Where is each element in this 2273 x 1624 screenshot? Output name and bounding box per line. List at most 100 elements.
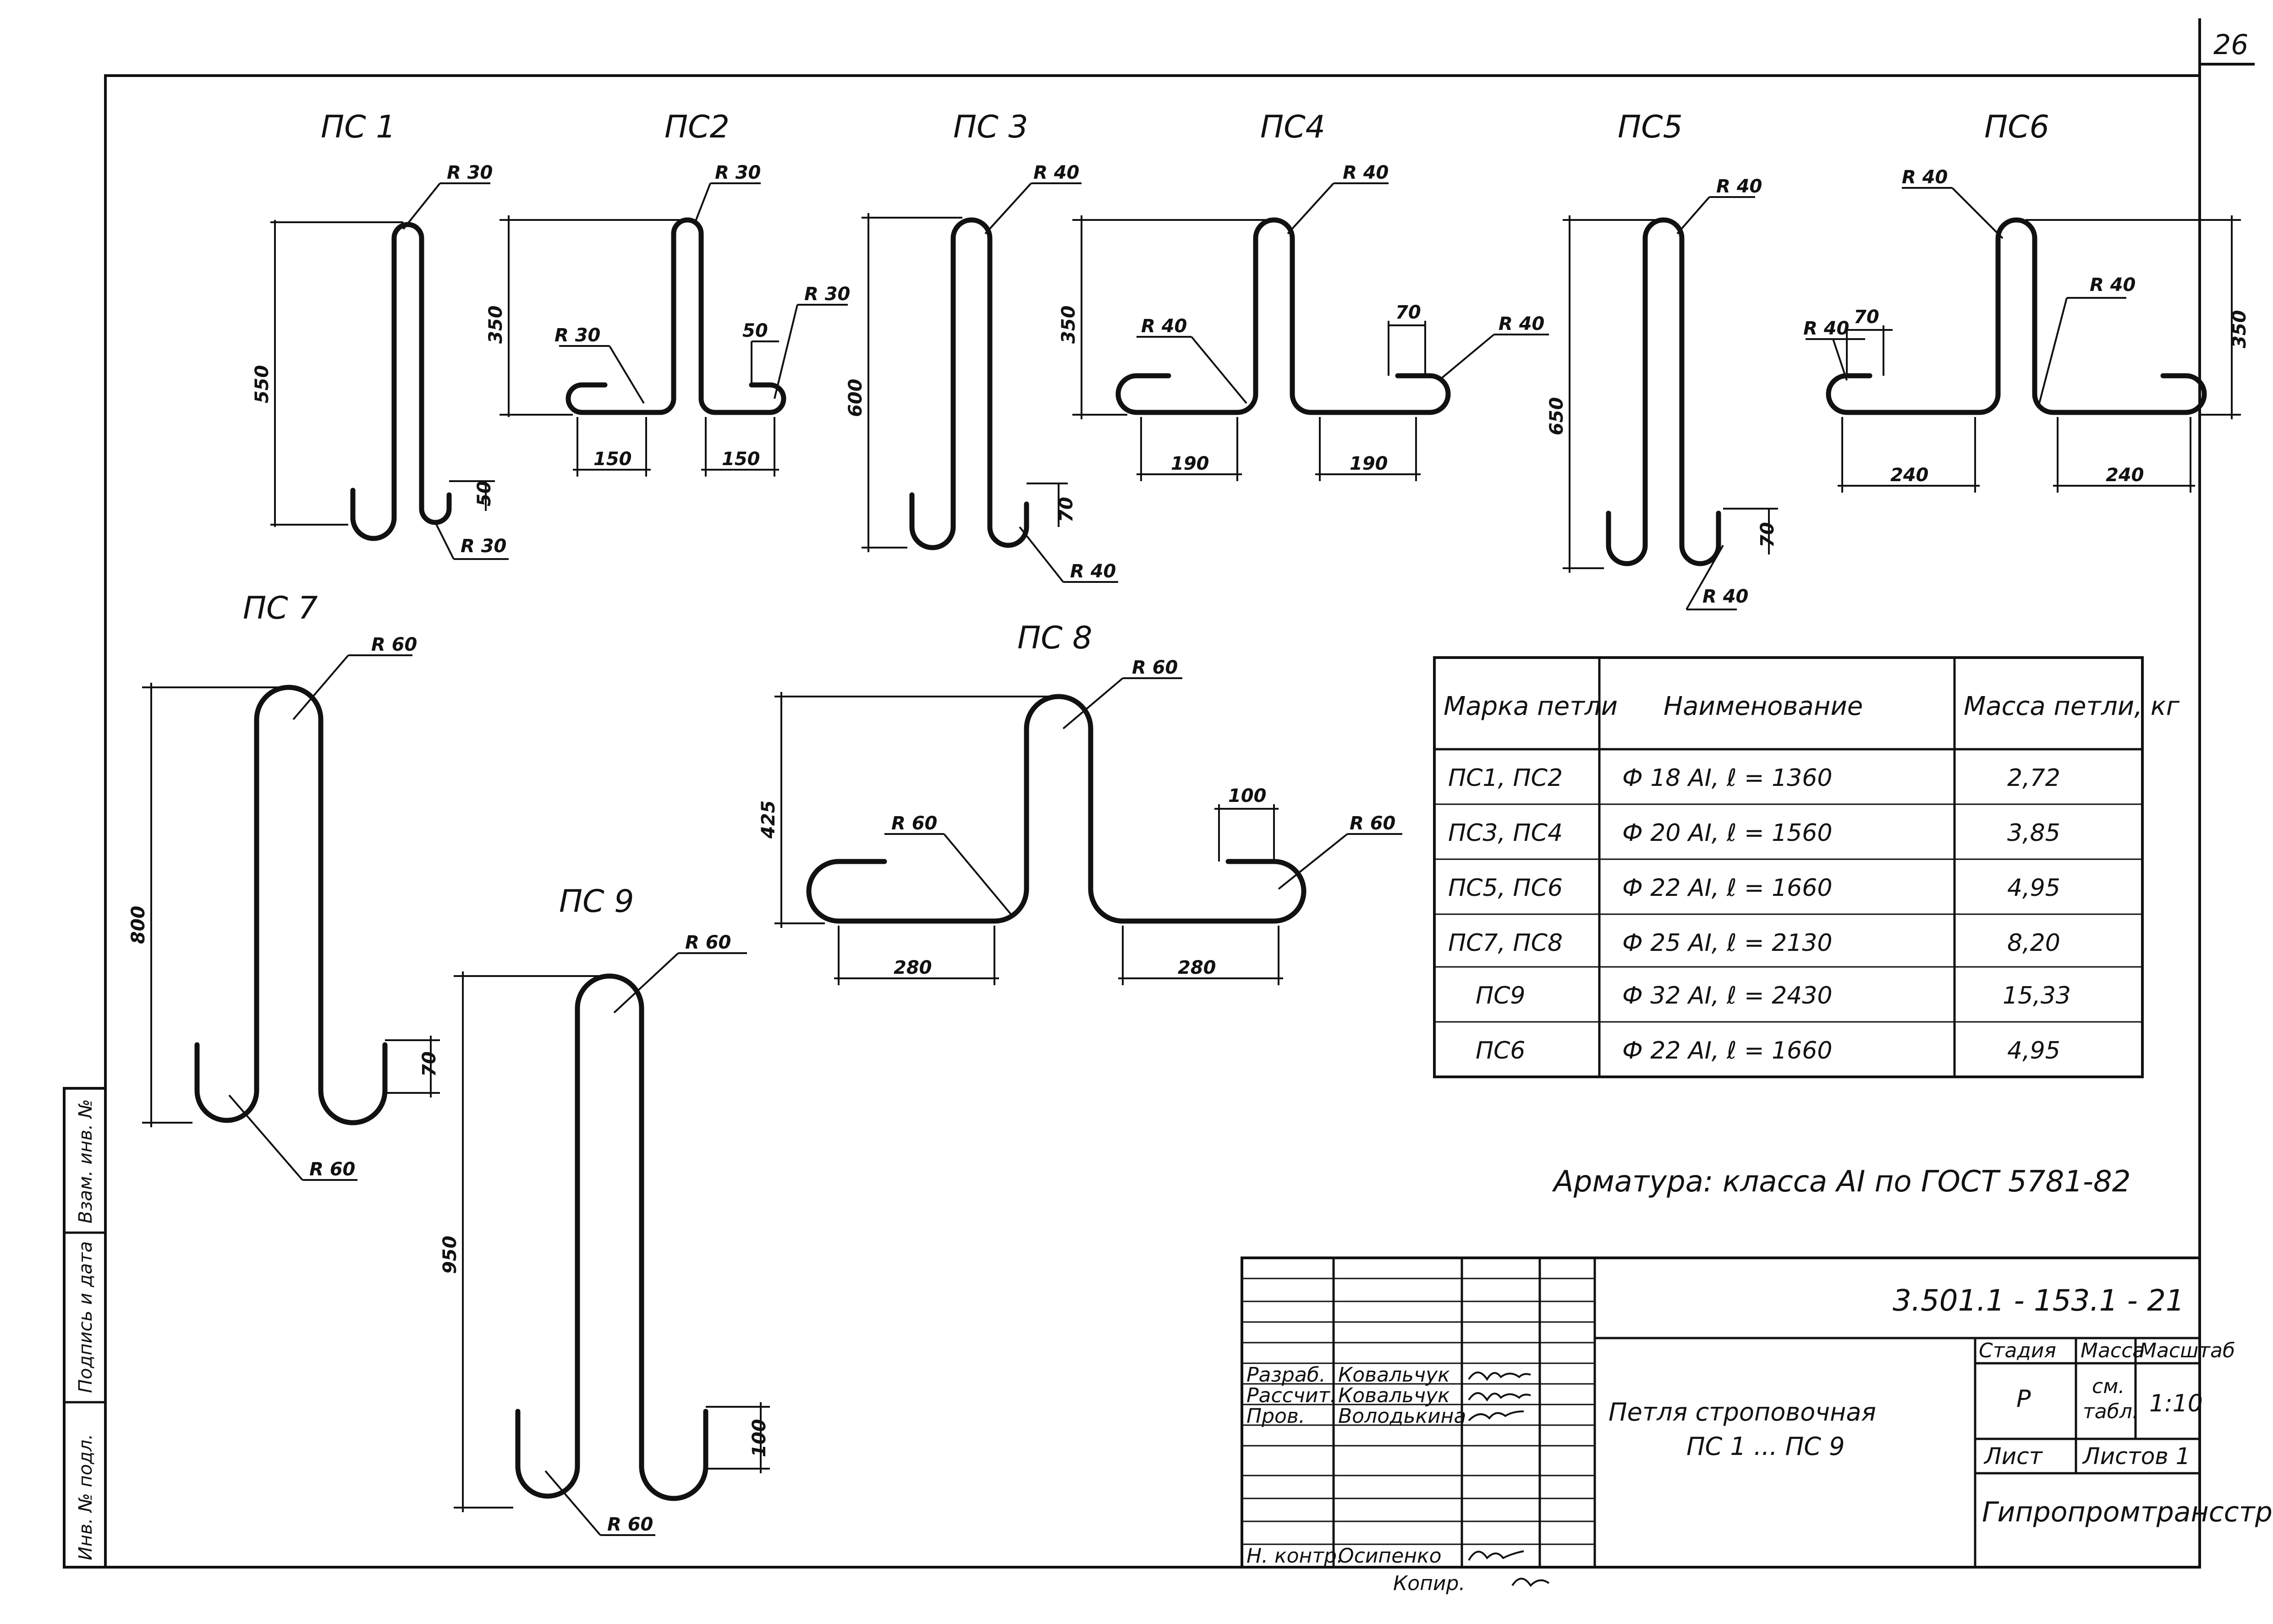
loop-ps1-radius-bottom: R 30 bbox=[461, 536, 506, 557]
loop-ps4: ПС4 350 70 190 190 R 40 R 40 R 40 bbox=[1058, 109, 1549, 481]
signature-1 bbox=[1468, 1372, 1531, 1381]
loop-ps8-rod bbox=[806, 694, 1307, 924]
loop-ps6-dim-left: 240 bbox=[1890, 465, 1929, 486]
signature-3 bbox=[1468, 1410, 1524, 1421]
spec-row-6-mass: 4,95 bbox=[2007, 1037, 2060, 1064]
loop-ps6-radius-right: R 40 bbox=[2090, 274, 2136, 296]
title-person-4: Осипенко bbox=[1338, 1544, 1442, 1568]
loop-ps3-dim-height: 600 bbox=[845, 379, 866, 417]
loop-ps4-dim-hook: 70 bbox=[1395, 302, 1421, 323]
loop-ps3: ПС 3 600 70 R 40 R 40 bbox=[845, 109, 1118, 583]
loop-ps8-radius-left: R 60 bbox=[891, 813, 937, 834]
spec-row-5-mark: ПС9 bbox=[1476, 982, 1526, 1010]
side-stamp-inv: Инв. № подл. bbox=[75, 1434, 96, 1560]
spec-row-6-mark: ПС6 bbox=[1476, 1037, 1526, 1064]
spec-row-2-mark: ПС3, ПС4 bbox=[1448, 819, 1563, 847]
loop-ps5-radius-top: R 40 bbox=[1716, 176, 1762, 197]
loop-ps7-dim-hook: 70 bbox=[419, 1051, 440, 1077]
loop-ps9-label: ПС 9 bbox=[559, 883, 634, 920]
title-doc-code: 3.501.1 - 153.1 - 21 bbox=[1893, 1284, 2185, 1318]
title-organization: Гипропромтрансстрой bbox=[1982, 1496, 2273, 1528]
copied-signature bbox=[1511, 1578, 1550, 1587]
loop-ps6-label: ПС6 bbox=[1984, 109, 2049, 145]
loop-ps8-radius-right: R 60 bbox=[1350, 813, 1395, 834]
spec-row-1-mass: 2,72 bbox=[2007, 764, 2060, 792]
spec-row-2-name: Ф 20 АI, ℓ = 1560 bbox=[1622, 819, 1832, 847]
spec-row-4-name: Ф 25 АI, ℓ = 2130 bbox=[1622, 929, 1832, 957]
title-role-3: Пров. bbox=[1246, 1405, 1305, 1428]
title-sheets-label: Листов 1 bbox=[2082, 1443, 2190, 1470]
loop-ps7-dim-height: 800 bbox=[128, 906, 149, 944]
loop-ps5-rod bbox=[1606, 217, 1721, 566]
loop-ps2-dim-hook: 50 bbox=[742, 320, 768, 341]
title-scale-label: Масштаб bbox=[2139, 1339, 2235, 1362]
spec-row-3-mark: ПС5, ПС6 bbox=[1448, 874, 1563, 902]
spec-header-mass: Масса петли, кг bbox=[1964, 691, 2180, 721]
loop-ps6-radius-left: R 40 bbox=[1803, 318, 1849, 339]
spec-header-name: Наименование bbox=[1664, 691, 1863, 721]
loop-ps3-radius-bottom: R 40 bbox=[1070, 561, 1116, 582]
loop-ps7-rod bbox=[194, 685, 388, 1125]
reinforcement-note: Арматура: класса АI по ГОСТ 5781-82 bbox=[1552, 1165, 2130, 1199]
loop-ps5-dim-hook: 70 bbox=[1757, 522, 1778, 548]
title-stage-label: Стадия bbox=[1979, 1339, 2056, 1362]
loop-ps2-dim-right: 150 bbox=[722, 449, 760, 470]
loop-ps6-dim-height: 350 bbox=[2229, 310, 2250, 349]
title-name-line1: Петля строповочная bbox=[1609, 1398, 1876, 1426]
loop-ps8-radius-top: R 60 bbox=[1132, 657, 1178, 678]
loop-ps2: ПС2 350 50 150 150 R 30 R 30 R 30 bbox=[485, 109, 850, 477]
loop-ps1-rod bbox=[350, 222, 452, 541]
loop-ps9-radius-bottom: R 60 bbox=[607, 1514, 653, 1535]
loop-ps4-dim-height: 350 bbox=[1058, 306, 1079, 344]
side-stamp: Инв. № подл. Подпись и дата Взам. инв. № bbox=[63, 1087, 107, 1569]
loop-ps9: ПС 9 950 100 R 60 R 60 bbox=[439, 883, 770, 1536]
loop-ps1: ПС 1 550 50 R 30 R 30 bbox=[252, 109, 509, 560]
title-mass-value-2: табл. bbox=[2083, 1400, 2139, 1423]
loop-ps2-radius-right: R 30 bbox=[804, 284, 850, 305]
title-stage-value: Р bbox=[2016, 1385, 2031, 1413]
title-role-1: Разраб. bbox=[1246, 1363, 1326, 1387]
spec-row-2-mass: 3,85 bbox=[2007, 819, 2060, 847]
loop-ps2-dim-left: 150 bbox=[593, 449, 632, 470]
loop-ps5-dim-height: 650 bbox=[1546, 397, 1567, 436]
loop-ps4-dim-right: 190 bbox=[1350, 453, 1388, 474]
spec-row-1-name: Ф 18 АI, ℓ = 1360 bbox=[1622, 764, 1832, 792]
loop-ps9-rod bbox=[515, 973, 708, 1501]
spec-row-1-mark: ПС1, ПС2 bbox=[1448, 764, 1563, 792]
title-name-line2: ПС 1 ... ПС 9 bbox=[1686, 1432, 1845, 1461]
loop-ps8-label: ПС 8 bbox=[1017, 620, 1093, 656]
loop-ps5-radius-bottom: R 40 bbox=[1702, 586, 1748, 607]
loop-ps8-dim-right: 280 bbox=[1178, 957, 1216, 978]
side-stamp-replace: Взам. инв. № bbox=[75, 1099, 96, 1223]
loop-ps2-radius-left: R 30 bbox=[555, 325, 600, 346]
loop-ps6-radius-top: R 40 bbox=[1902, 167, 1948, 188]
loop-ps2-radius-top: R 30 bbox=[715, 162, 761, 183]
loop-ps7-radius-top: R 60 bbox=[371, 634, 417, 655]
loop-ps4-radius-left: R 40 bbox=[1141, 316, 1187, 337]
copied-note: Копир. bbox=[1393, 1572, 1465, 1595]
loop-ps2-dim-height: 350 bbox=[485, 306, 506, 344]
loop-ps4-label: ПС4 bbox=[1260, 109, 1325, 145]
spec-row-5-name: Ф 32 АI, ℓ = 2430 bbox=[1622, 982, 1832, 1010]
loop-ps5: ПС5 650 70 R 40 R 40 bbox=[1546, 109, 1778, 610]
title-mass-value-1: см. bbox=[2092, 1375, 2125, 1398]
title-role-2: Рассчит. bbox=[1246, 1384, 1336, 1407]
loop-ps3-rod bbox=[909, 217, 1029, 550]
loop-ps6-rod bbox=[1826, 217, 2207, 415]
loop-ps8-dim-left: 280 bbox=[894, 957, 932, 978]
loop-ps9-radius-top: R 60 bbox=[685, 932, 731, 953]
loop-ps7: ПС 7 800 70 R 60 R 60 bbox=[128, 590, 440, 1181]
loop-ps3-radius-top: R 40 bbox=[1033, 162, 1079, 183]
title-scale-value: 1:10 bbox=[2149, 1390, 2203, 1417]
loop-ps2-label: ПС2 bbox=[664, 109, 730, 145]
loop-ps4-rod bbox=[1115, 217, 1451, 415]
loop-ps9-dim-height: 950 bbox=[439, 1236, 461, 1274]
title-mass-label: Масса bbox=[2081, 1339, 2145, 1362]
drawing-frame bbox=[104, 74, 2201, 1569]
loop-ps4-radius-top: R 40 bbox=[1343, 162, 1389, 183]
page-number: 26 bbox=[2213, 29, 2248, 61]
title-person-3: Володькина bbox=[1338, 1405, 1466, 1428]
title-role-4: Н. контр. bbox=[1246, 1544, 1343, 1568]
loop-ps6-dim-hook: 70 bbox=[1854, 307, 1879, 328]
